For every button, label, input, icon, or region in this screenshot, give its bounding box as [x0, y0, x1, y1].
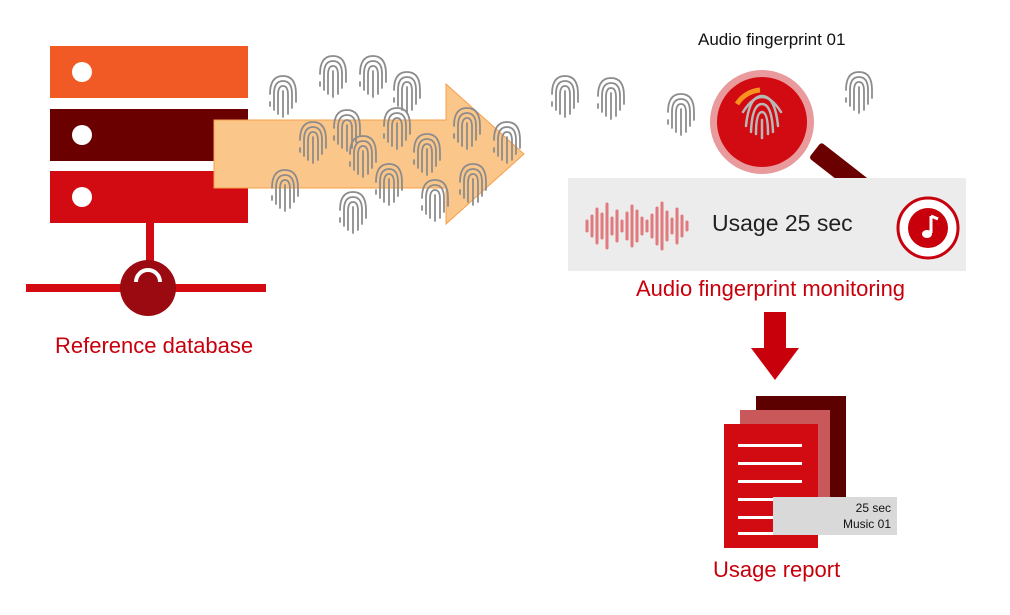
document-line: [738, 444, 802, 447]
server-unit-top: [50, 46, 248, 98]
report-track: Music 01: [842, 517, 891, 531]
server-led: [72, 125, 92, 145]
usage-report-label: Usage report: [713, 557, 841, 582]
music-note-icon: [896, 196, 960, 260]
document-line: [738, 480, 802, 483]
server-led: [72, 187, 92, 207]
usage-duration-text: Usage 25 sec: [712, 210, 853, 236]
data-flow-arrow: [213, 82, 525, 226]
fingerprint-icon: [548, 72, 582, 120]
document-line: [738, 532, 778, 535]
audio-fingerprint-title: Audio fingerprint 01: [698, 30, 846, 49]
arrow-down-icon: [751, 312, 799, 380]
network-node-icon: [26, 222, 266, 316]
reference-database-label: Reference database: [55, 333, 254, 358]
document-line: [738, 462, 802, 465]
server-led: [72, 62, 92, 82]
document-line: [738, 498, 802, 501]
audio-waveform-icon: [585, 201, 689, 251]
monitoring-label: Audio fingerprint monitoring: [636, 276, 906, 301]
magnifying-glass-icon: [710, 70, 872, 198]
report-detail-card: 25 sec Music 01: [773, 497, 897, 535]
report-duration: 25 sec: [855, 501, 891, 515]
document-line: [738, 516, 802, 519]
fingerprint-icon: [594, 74, 628, 122]
fingerprint-icon: [664, 90, 698, 138]
